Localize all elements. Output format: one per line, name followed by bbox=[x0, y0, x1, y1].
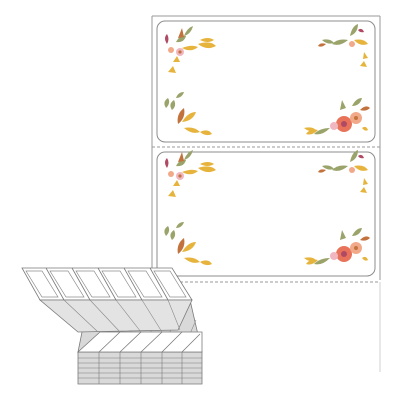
fanfold-bottom-sheet bbox=[76, 331, 203, 353]
label-1-floral-bottom-left bbox=[164, 92, 212, 136]
fanfold-stack bbox=[21, 267, 203, 385]
label-1-floral-bottom-right bbox=[304, 98, 370, 135]
label-2-floral-bottom-right bbox=[304, 228, 370, 265]
label-1-floral-top-left bbox=[165, 26, 216, 73]
fanfold-top-sheet bbox=[21, 267, 193, 301]
fanfold-fold-connector bbox=[38, 299, 193, 333]
label-2-floral-top-left bbox=[165, 150, 216, 197]
label-1-floral-top-right bbox=[318, 24, 368, 67]
fanfold-stack-layers bbox=[77, 351, 203, 385]
label-2 bbox=[156, 151, 376, 277]
label-2-floral-bottom-left bbox=[164, 222, 212, 266]
label-1 bbox=[156, 20, 376, 143]
label-2-floral-top-right bbox=[318, 150, 368, 193]
